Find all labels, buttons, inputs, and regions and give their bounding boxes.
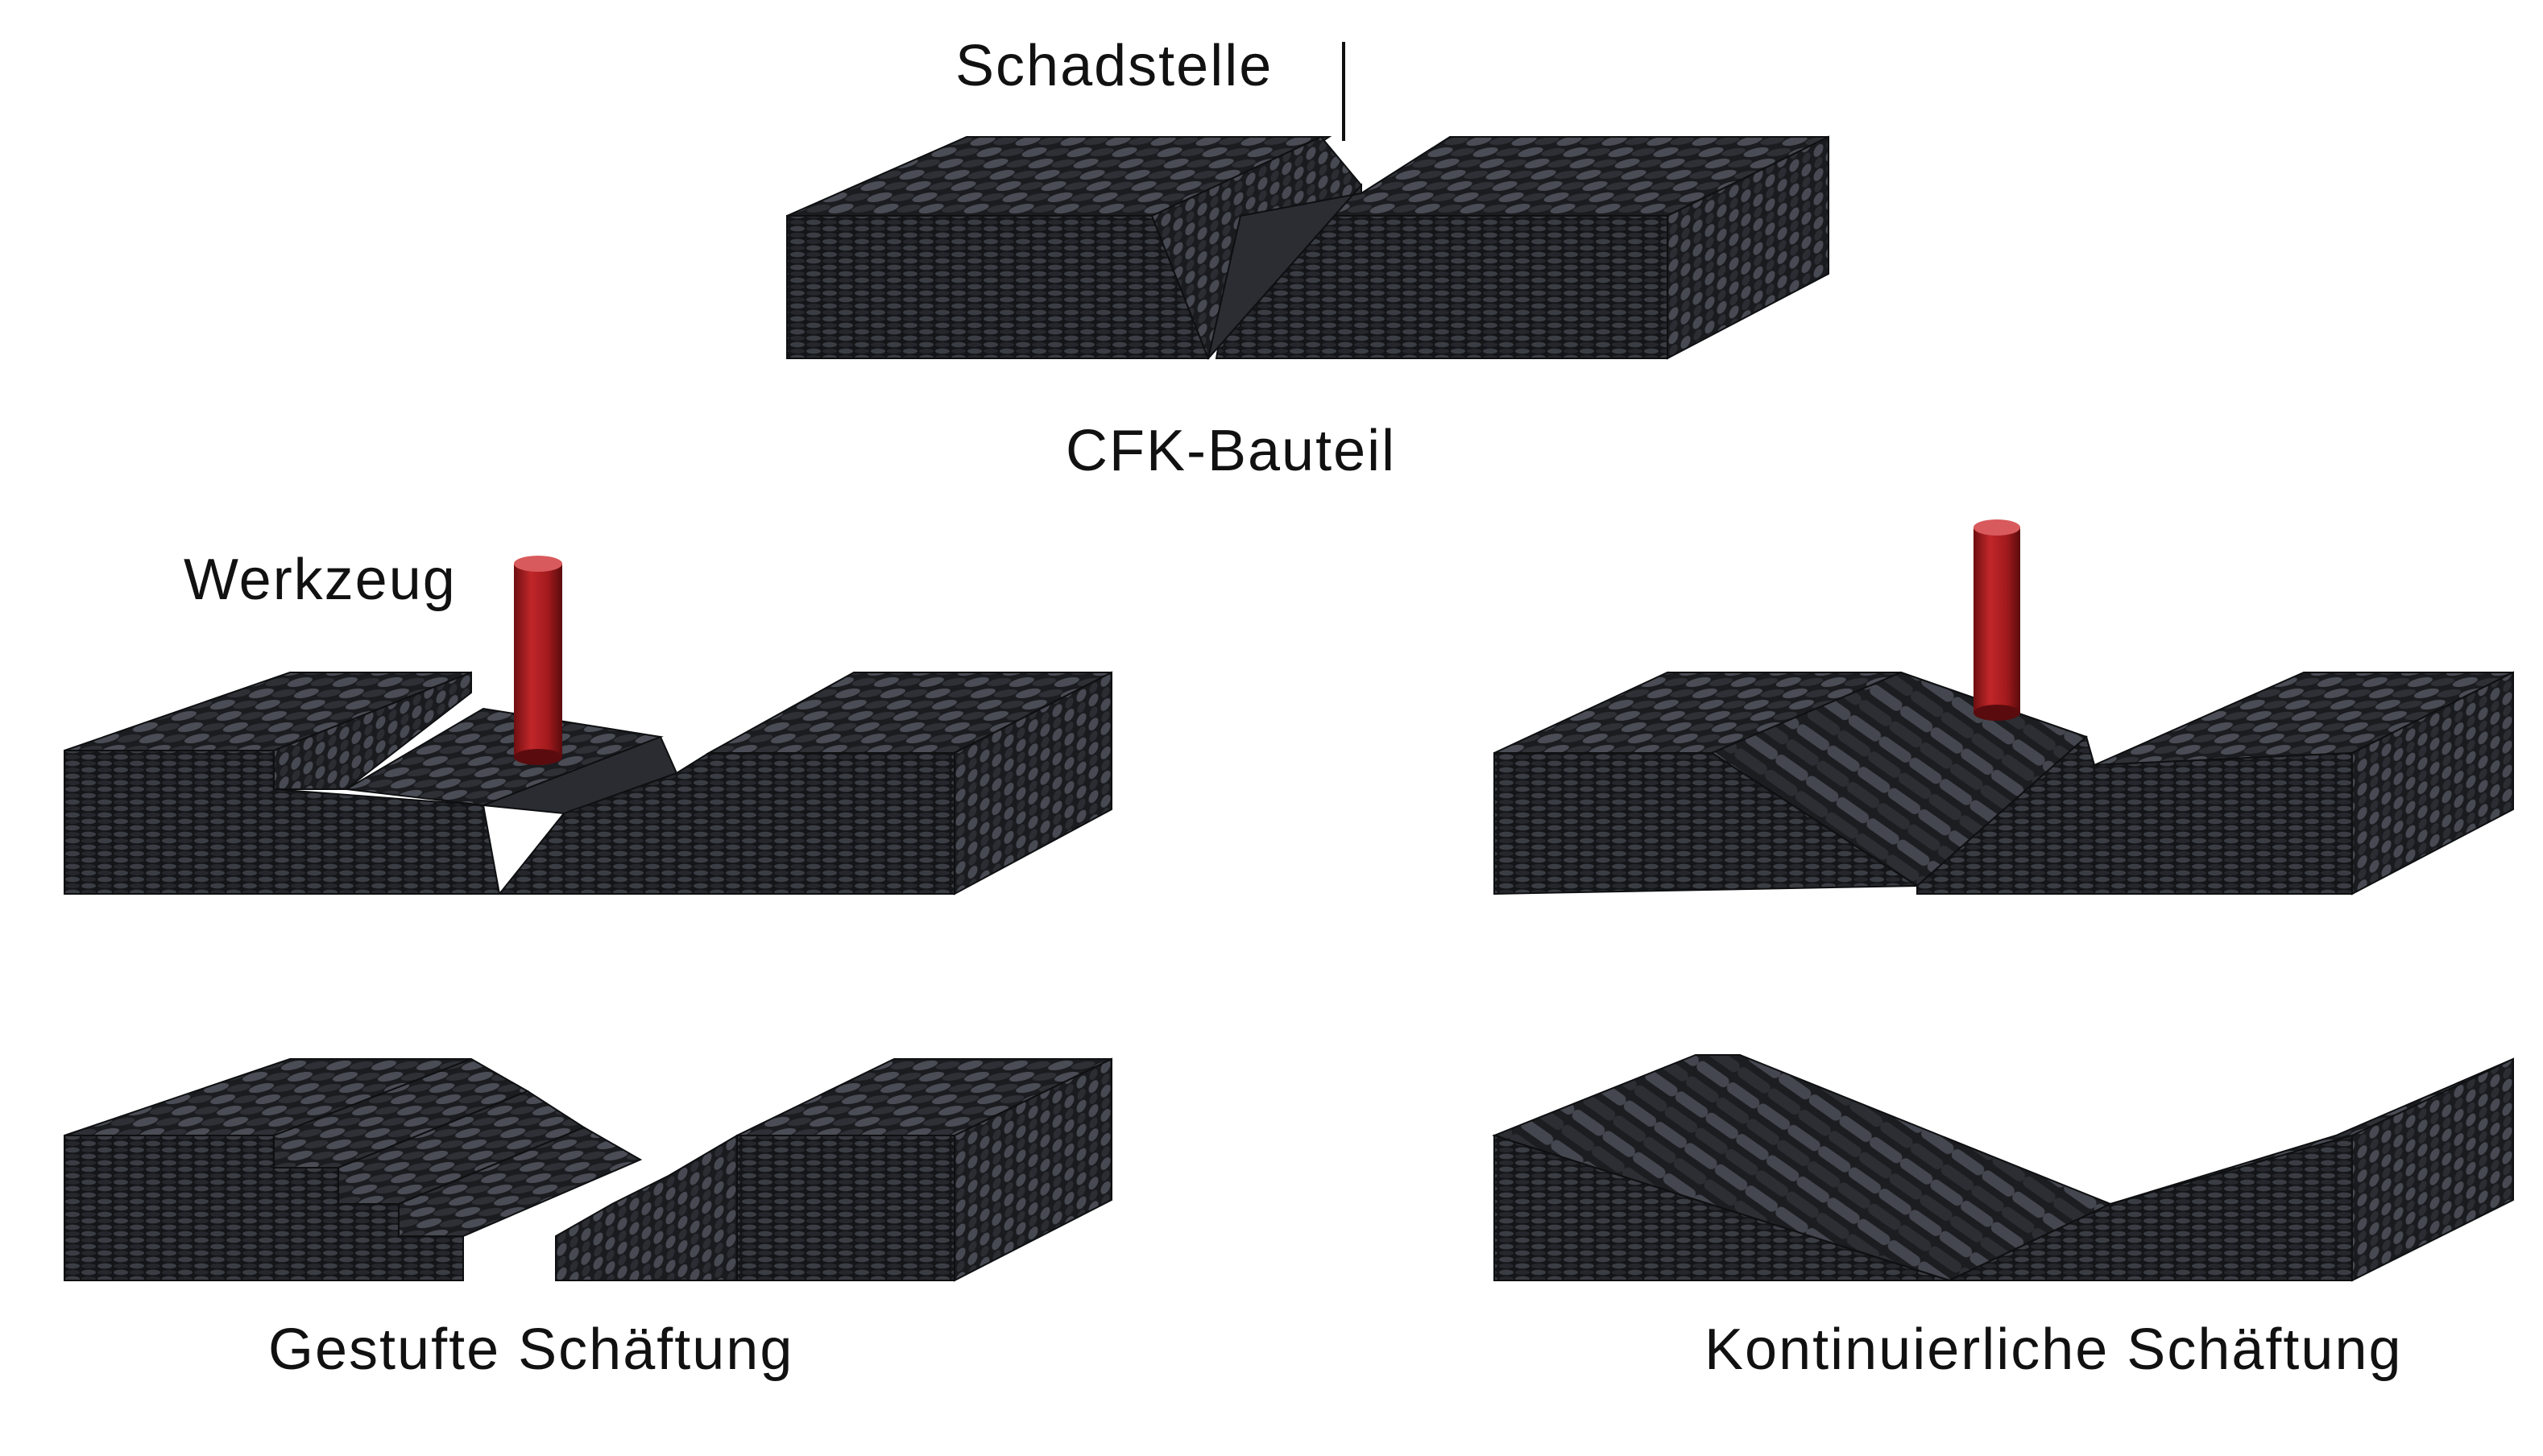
damage-notch: [1207, 183, 1362, 359]
block-side-face: [2351, 671, 2514, 896]
tool-label: Werkzeug: [184, 548, 457, 612]
block-front-face: [1493, 1134, 1950, 1281]
block-front-face: [64, 1135, 464, 1281]
damage-label: Schadstelle: [955, 34, 1274, 98]
component-label: CFK-Bauteil: [1066, 419, 1397, 483]
milling-tool: [1974, 519, 2020, 721]
block-side-face: [954, 1057, 1112, 1282]
stepped-scarf-label: Gestufte Schäftung: [268, 1317, 794, 1382]
continuous-scarf-label: Kontinuierliche Schäftung: [1704, 1317, 2403, 1382]
continuous-milling-block: [1493, 519, 2514, 896]
milling-tool: [514, 556, 562, 765]
block-front-face: [64, 750, 501, 895]
block-side-face: [1667, 135, 1829, 360]
block-front-face: [786, 215, 1210, 359]
block-front-face: [736, 1135, 955, 1281]
block-side-face: [954, 671, 1112, 896]
cfk-component-block: [786, 42, 1829, 360]
continuous-scarf-result: [1492, 1054, 2514, 1282]
stepped-milling-block: [64, 556, 1112, 896]
stepped-scarf-result: [64, 1057, 1112, 1282]
block-side-face: [2351, 1057, 2514, 1282]
